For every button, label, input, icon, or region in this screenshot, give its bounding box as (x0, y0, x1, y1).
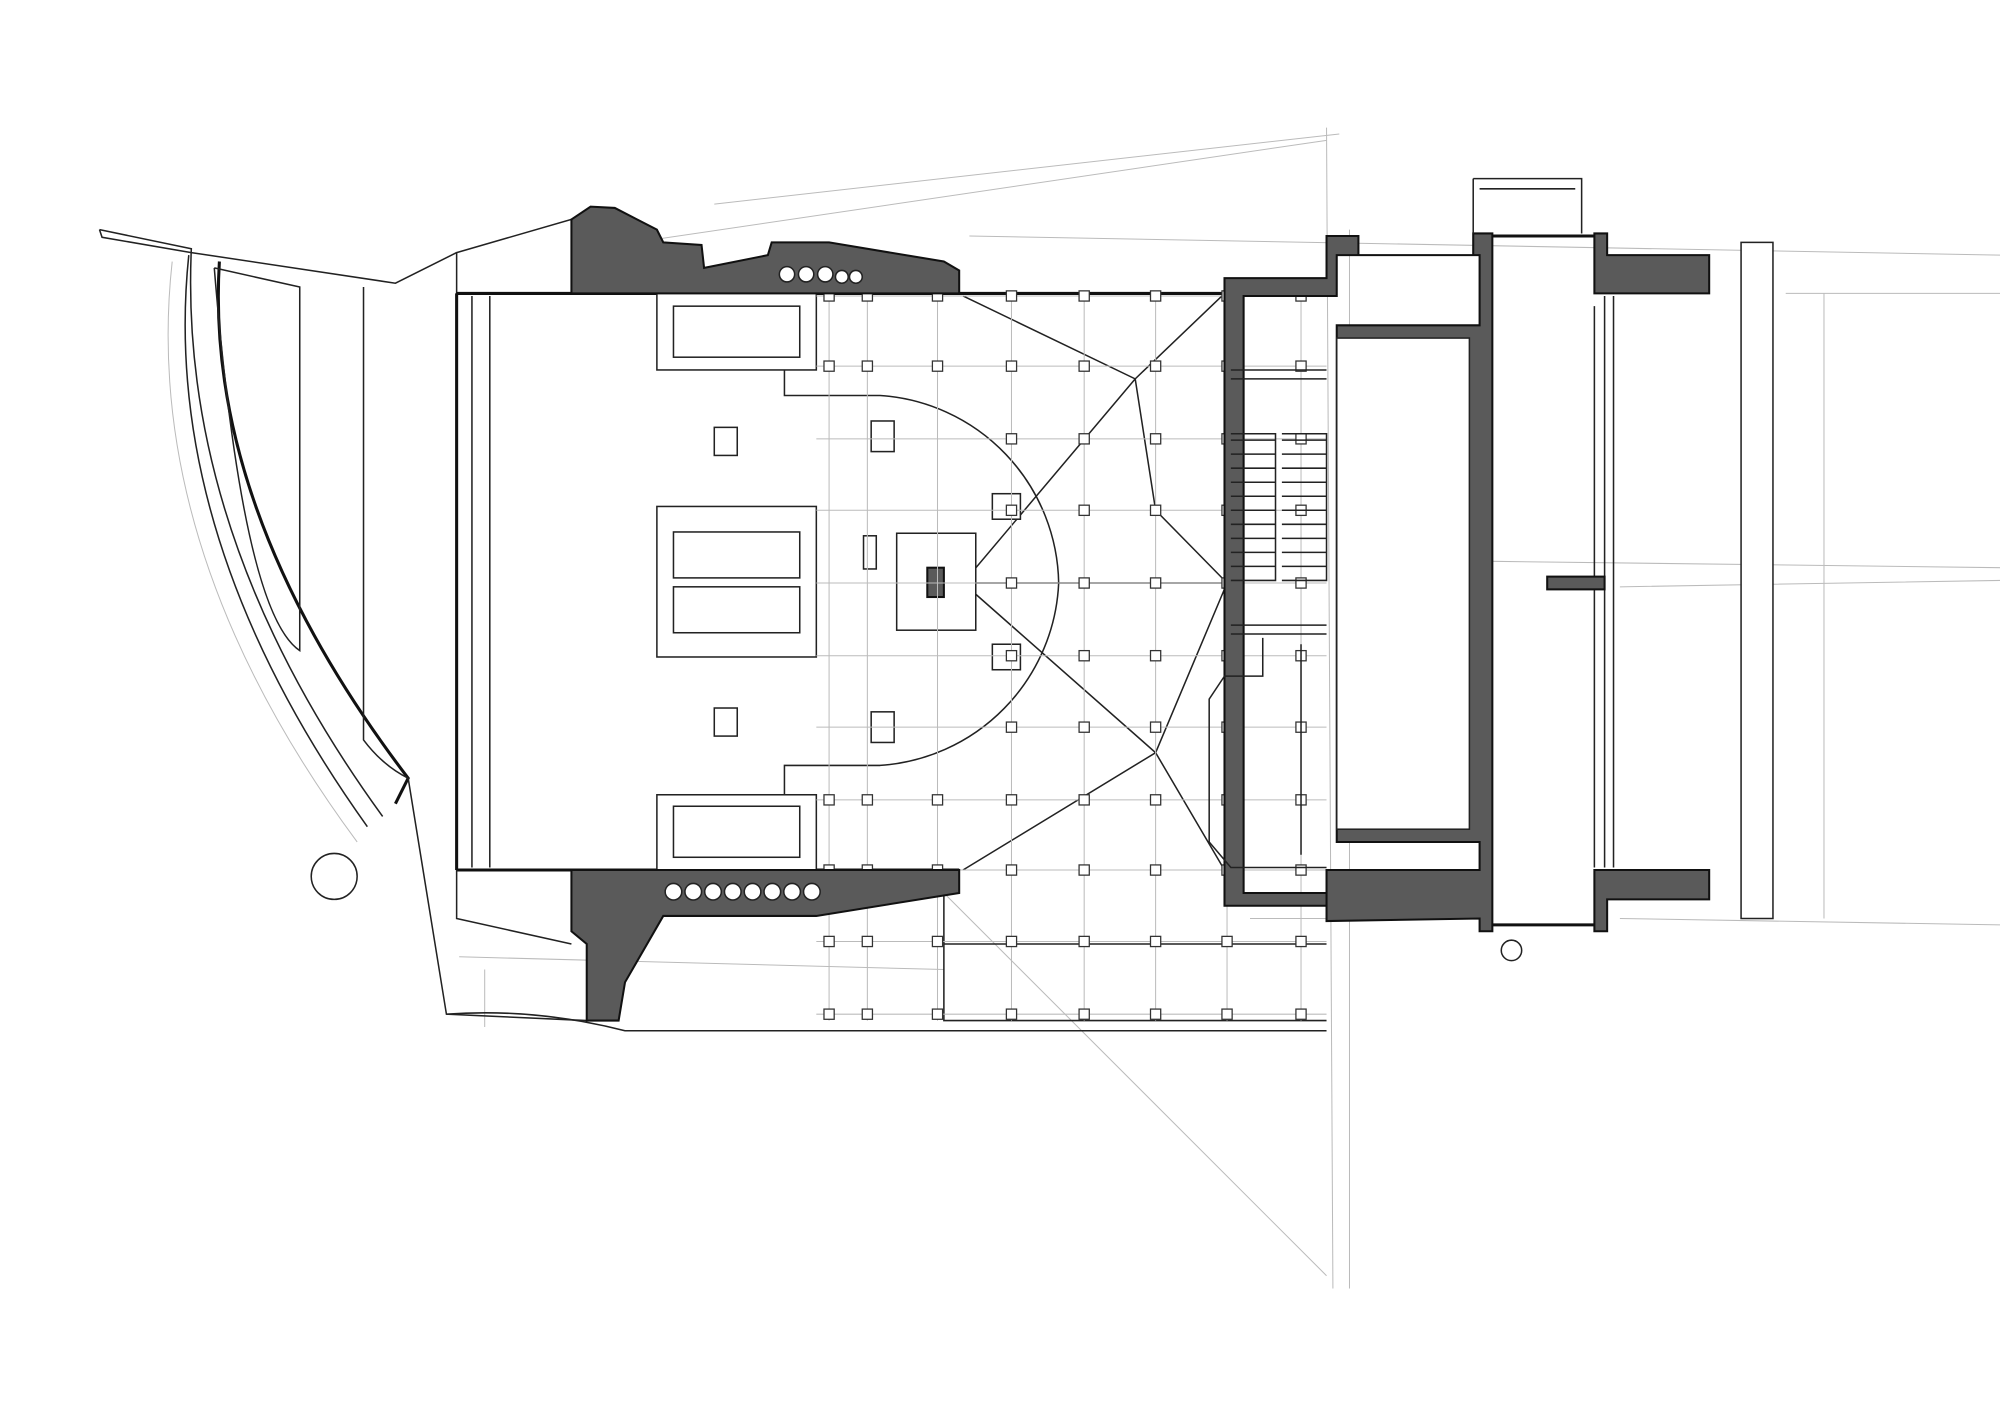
service-core (1208, 232, 1494, 933)
column-marker (823, 794, 835, 806)
column-marker (1078, 360, 1090, 372)
column-marker (1295, 1008, 1307, 1020)
column-marker (1295, 935, 1307, 948)
column-marker (1221, 935, 1233, 948)
round-column (310, 852, 358, 901)
column-marker (1149, 360, 1162, 372)
column-marker (1221, 1008, 1233, 1020)
pit-circle (684, 882, 703, 901)
column-marker (1078, 290, 1090, 302)
column-marker (1078, 721, 1090, 733)
pit-circle (723, 882, 742, 901)
column-marker (861, 794, 874, 806)
duct-openings (778, 265, 864, 284)
column-marker (1149, 649, 1162, 662)
pit-circle (664, 882, 683, 901)
column-marker (1078, 1008, 1090, 1020)
column-marker (1149, 504, 1162, 517)
column-marker (1149, 864, 1162, 876)
column-marker (1295, 864, 1307, 876)
column-marker (1078, 935, 1090, 948)
column-marker (1149, 794, 1162, 806)
column-grid (816, 290, 1327, 1021)
column-marker (1149, 721, 1162, 733)
column-marker (1149, 290, 1162, 302)
column-marker (823, 360, 835, 372)
pit-circle (703, 882, 723, 901)
column-marker (1149, 577, 1162, 589)
column-marker (1005, 721, 1018, 733)
column-marker (1295, 433, 1307, 445)
column-marker (861, 935, 874, 948)
column-marker (1005, 935, 1018, 948)
column-marker (861, 360, 874, 372)
column-marker (1005, 864, 1018, 876)
column-marker (1005, 794, 1018, 806)
column-marker (931, 935, 944, 948)
pit-circles (664, 882, 821, 901)
column-marker (1295, 577, 1307, 589)
column-marker (861, 1008, 874, 1020)
column-marker (1149, 433, 1162, 445)
column-marker (1005, 1008, 1018, 1020)
pit-circle (802, 882, 821, 901)
column-marker (931, 360, 944, 372)
column-marker (1078, 504, 1090, 517)
column-marker (823, 935, 835, 948)
column-marker (1005, 577, 1018, 589)
pit-circle (783, 882, 802, 901)
column-marker (1078, 794, 1090, 806)
column-marker (931, 794, 944, 806)
column-marker (1078, 433, 1090, 445)
column-marker (823, 1008, 835, 1020)
east-wing (1472, 177, 1774, 962)
curved-terrace (98, 228, 457, 843)
column-marker (1149, 935, 1162, 948)
column-marker (1005, 433, 1018, 445)
column-marker (1078, 577, 1090, 589)
pit-circle (763, 882, 782, 901)
column-marker (1078, 864, 1090, 876)
column-marker (1005, 504, 1018, 517)
column-marker (1005, 360, 1018, 372)
column-marker (931, 1008, 944, 1020)
pit-circle (743, 882, 762, 901)
column-marker (1005, 290, 1018, 302)
south-wall-mass (570, 869, 961, 1022)
north-wall-mass (570, 205, 961, 295)
column-marker (1005, 649, 1018, 662)
column-marker (1149, 1008, 1162, 1020)
column-marker (1078, 649, 1090, 662)
column-marker (1295, 360, 1307, 372)
